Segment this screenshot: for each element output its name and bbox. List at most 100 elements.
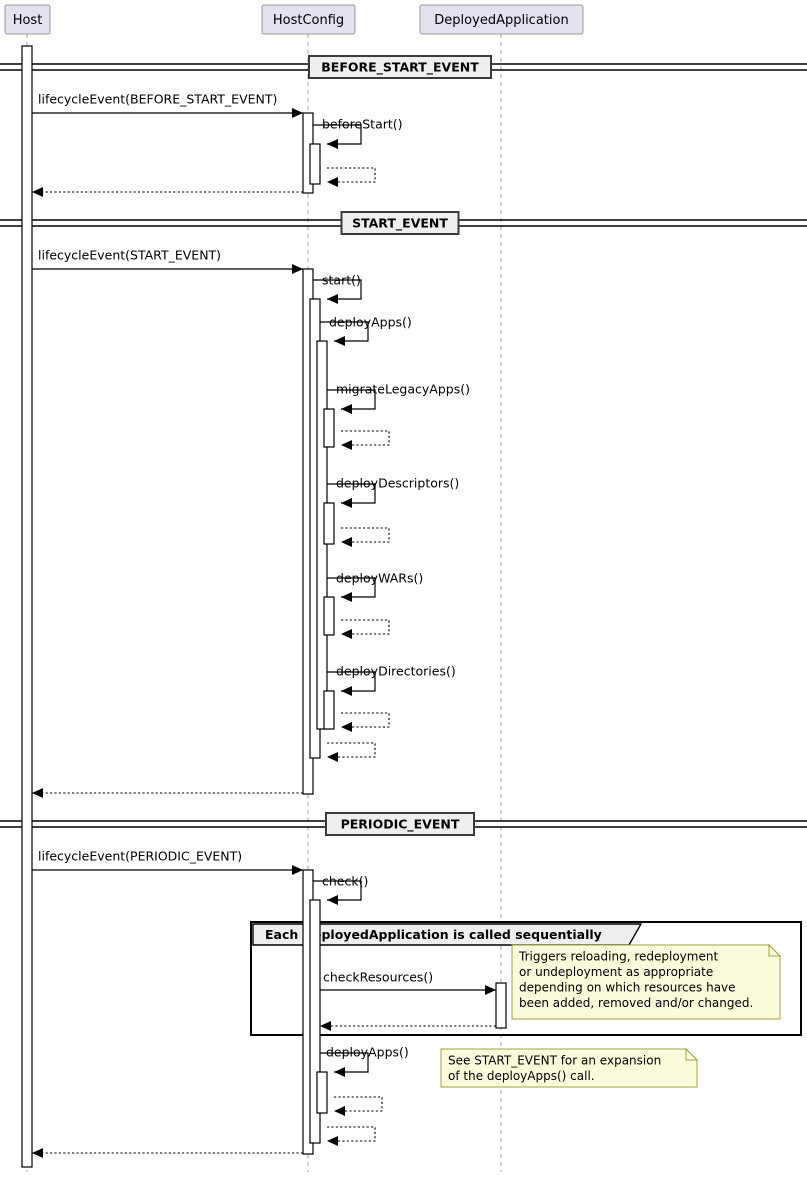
message-self-path bbox=[320, 321, 369, 342]
divider-box-start bbox=[340, 211, 460, 235]
message-arrowhead bbox=[32, 1148, 43, 1158]
activations-layer bbox=[21, 45, 507, 1168]
message-label-m5: lifecycleEvent(START_EVENT) bbox=[38, 248, 221, 263]
message-arrowhead bbox=[292, 865, 303, 875]
message-m16 bbox=[327, 742, 376, 762]
message-m3 bbox=[327, 167, 376, 187]
message-arrowhead bbox=[485, 985, 496, 995]
message-label-m12: deployWARs() bbox=[336, 571, 423, 586]
divider-label-before-start: BEFORE_START_EVENT bbox=[321, 60, 479, 76]
activation-bar-a-host-1 bbox=[21, 45, 33, 1168]
participant-config[interactable]: HostConfig bbox=[261, 4, 356, 35]
message-self-path bbox=[320, 1052, 369, 1073]
message-label-m7: deployApps() bbox=[329, 315, 412, 330]
message-arrowhead bbox=[292, 264, 303, 274]
message-arrowhead bbox=[327, 752, 338, 762]
group-each-deployedapplication: Each DeployedApplication is called seque… bbox=[250, 921, 802, 1036]
message-self-return-path bbox=[341, 430, 390, 446]
activation-bar-a-cfg-2c3 bbox=[323, 596, 335, 636]
activation-bar-a-cfg-1a bbox=[309, 143, 321, 185]
note-fold-deployapps-note bbox=[685, 1047, 699, 1061]
message-m9 bbox=[341, 430, 390, 450]
activation-bar-a-cfg-3a bbox=[309, 899, 321, 1144]
message-m2: beforeStart() bbox=[313, 117, 403, 149]
message-m8: migrateLegacyApps() bbox=[327, 382, 470, 414]
note-body-deployapps-note bbox=[440, 1048, 698, 1088]
dividers-layer: BEFORE_START_EVENTSTART_EVENTPERIODIC_EV… bbox=[0, 55, 807, 836]
note-fold-checkresources-note bbox=[768, 943, 782, 957]
message-label-m2: beforeStart() bbox=[322, 117, 403, 132]
message-arrowhead bbox=[341, 592, 352, 602]
message-arrowhead bbox=[32, 788, 43, 798]
lifelines-layer bbox=[26, 34, 502, 1172]
participant-label-deploy: DeployedApplication bbox=[434, 13, 568, 28]
message-label-m8: migrateLegacyApps() bbox=[336, 382, 470, 397]
message-self-return-path bbox=[341, 712, 390, 728]
participant-box-host[interactable] bbox=[4, 4, 51, 35]
message-m5: lifecycleEvent(START_EVENT) bbox=[32, 248, 303, 274]
message-arrowhead bbox=[341, 537, 352, 547]
message-label-m22: deployApps() bbox=[326, 1045, 409, 1060]
message-self-return-path bbox=[327, 1126, 376, 1142]
divider-periodic: PERIODIC_EVENT bbox=[0, 812, 807, 836]
message-m18: lifecycleEvent(PERIODIC_EVENT) bbox=[32, 849, 303, 875]
message-self-path bbox=[313, 880, 362, 901]
message-self-path bbox=[313, 279, 362, 300]
message-arrowhead bbox=[334, 1067, 345, 1077]
activation-bar-a-cfg-3b bbox=[316, 1071, 328, 1114]
message-m21 bbox=[320, 1021, 496, 1031]
message-self-return-path bbox=[341, 619, 390, 635]
messages-layer: lifecycleEvent(BEFORE_START_EVENT)before… bbox=[32, 92, 496, 1158]
message-m4 bbox=[32, 187, 303, 197]
participant-box-config[interactable] bbox=[261, 4, 356, 35]
participant-deploy[interactable]: DeployedApplication bbox=[419, 4, 584, 35]
note-line-checkresources-note-1: or undeployment as appropriate bbox=[519, 965, 713, 979]
message-label-m1: lifecycleEvent(BEFORE_START_EVENT) bbox=[38, 92, 277, 107]
activation-bar-a-cfg-2c1 bbox=[323, 408, 335, 448]
message-arrowhead bbox=[341, 404, 352, 414]
message-label-m19: check() bbox=[322, 874, 368, 889]
message-m10: deployDescriptors() bbox=[327, 476, 459, 508]
activation-bar-a-cfg-2c2 bbox=[323, 502, 335, 545]
message-m1: lifecycleEvent(BEFORE_START_EVENT) bbox=[32, 92, 303, 118]
participant-host[interactable]: Host bbox=[4, 4, 51, 35]
divider-box-before-start bbox=[308, 55, 492, 79]
message-self-return-path bbox=[341, 527, 390, 543]
message-self-path bbox=[327, 483, 376, 504]
message-arrowhead bbox=[334, 336, 345, 346]
message-label-m20: checkResources() bbox=[323, 970, 433, 985]
message-m7: deployApps() bbox=[320, 315, 412, 346]
divider-before-start: BEFORE_START_EVENT bbox=[0, 55, 807, 79]
group-label-each-deployedapplication: Each DeployedApplication is called seque… bbox=[265, 927, 602, 942]
message-arrowhead bbox=[327, 1136, 338, 1146]
message-label-m14: deployDirectories() bbox=[336, 664, 456, 679]
message-m22: deployApps() bbox=[320, 1045, 409, 1077]
participant-label-host: Host bbox=[13, 13, 43, 28]
divider-label-periodic: PERIODIC_EVENT bbox=[341, 817, 460, 833]
message-arrowhead bbox=[32, 187, 43, 197]
message-arrowhead bbox=[327, 895, 338, 905]
message-m20: checkResources() bbox=[320, 970, 496, 995]
participant-label-config: HostConfig bbox=[273, 13, 344, 28]
message-self-path bbox=[313, 124, 362, 145]
message-m19: check() bbox=[313, 874, 368, 905]
note-line-checkresources-note-2: depending on which resources have bbox=[519, 981, 736, 995]
note-body-checkresources-note bbox=[511, 944, 781, 1020]
participant-box-deploy[interactable] bbox=[419, 4, 584, 35]
message-label-m10: deployDescriptors() bbox=[336, 476, 459, 491]
note-line-checkresources-note-3: been added, removed and/or changed. bbox=[519, 996, 753, 1010]
message-label-m6: start() bbox=[322, 273, 361, 288]
message-m14: deployDirectories() bbox=[327, 664, 456, 696]
message-arrowhead bbox=[334, 1106, 345, 1116]
message-self-return-path bbox=[327, 167, 376, 183]
activation-bar-a-dep-1 bbox=[495, 982, 507, 1029]
message-m15 bbox=[341, 712, 390, 732]
message-arrowhead bbox=[320, 1021, 331, 1031]
activation-bar-a-cfg-2c4 bbox=[323, 690, 335, 730]
note-line-deployapps-note-1: of the deployApps() call. bbox=[448, 1069, 595, 1083]
